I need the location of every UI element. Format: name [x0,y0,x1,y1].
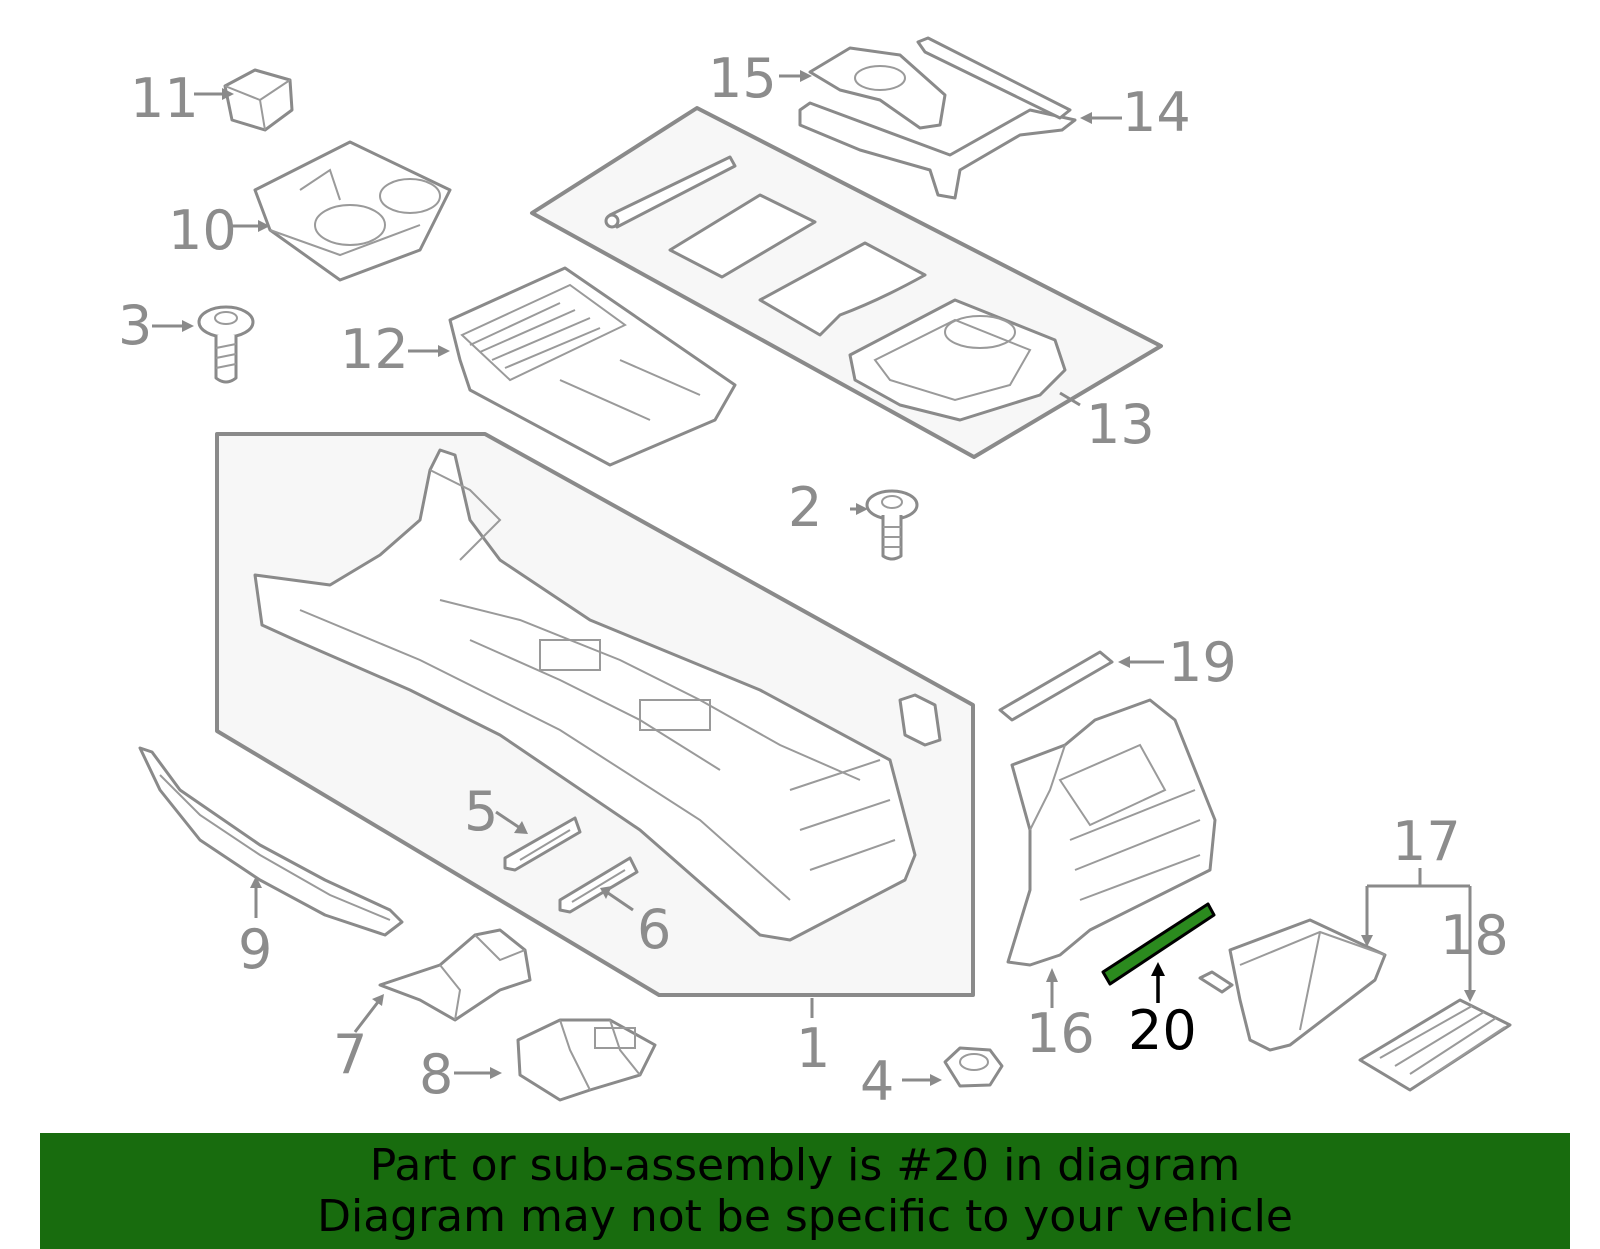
callout-10: 10 [168,199,237,262]
side-trim-9-part [138,746,404,937]
strip-19-part [998,650,1114,722]
callout-17: 17 [1392,810,1461,873]
screw-2-part [865,489,919,561]
cup-holder-10-part [253,140,452,282]
callout-13: 13 [1086,393,1155,456]
highlighted-part-20 [1101,902,1216,986]
callout-18: 18 [1440,904,1509,967]
callout-14: 14 [1122,81,1191,144]
callout-3: 3 [118,294,152,357]
bracket-8-part [516,1018,657,1102]
callout-7: 7 [333,1023,367,1086]
storage-box-17-part [1198,918,1387,1052]
mat-18-part [1358,998,1512,1092]
callout-5: 5 [464,780,498,843]
screw-3-part [197,305,255,384]
banner-disclaimer-line: Diagram may not be specific to your vehi… [317,1191,1293,1242]
bracket-7-part [378,928,532,1022]
callout-9: 9 [238,918,272,981]
callout-6: 6 [637,898,671,961]
nut-4-part [943,1046,1004,1088]
callout-11: 11 [130,67,199,130]
callout-labels: 11 10 3 12 15 14 13 2 19 5 6 9 7 8 1 4 1… [118,47,1509,1113]
callout-20-highlighted: 20 [1128,999,1197,1062]
bezel-15-part [808,46,947,130]
callout-16: 16 [1026,1002,1095,1065]
rear-panel-16-part [1006,698,1217,967]
bracket-5-part [503,816,582,872]
trim-13-group-parts [604,155,1067,422]
callout-12: 12 [340,318,409,381]
banner-part-line: Part or sub-assembly is #20 in diagram [369,1140,1241,1191]
info-banner: Part or sub-assembly is #20 in diagram D… [40,1133,1570,1249]
callout-1: 1 [796,1017,830,1080]
callout-4: 4 [860,1050,894,1113]
leader-lines [152,70,1476,1086]
tray-12-part [448,266,737,467]
center-console-part [253,448,942,942]
cover-11-part [223,68,294,132]
callout-8: 8 [419,1043,453,1106]
callout-2: 2 [788,476,822,539]
callout-15: 15 [708,47,777,110]
trim-14-part [798,36,1077,200]
callout-19: 19 [1168,631,1237,694]
